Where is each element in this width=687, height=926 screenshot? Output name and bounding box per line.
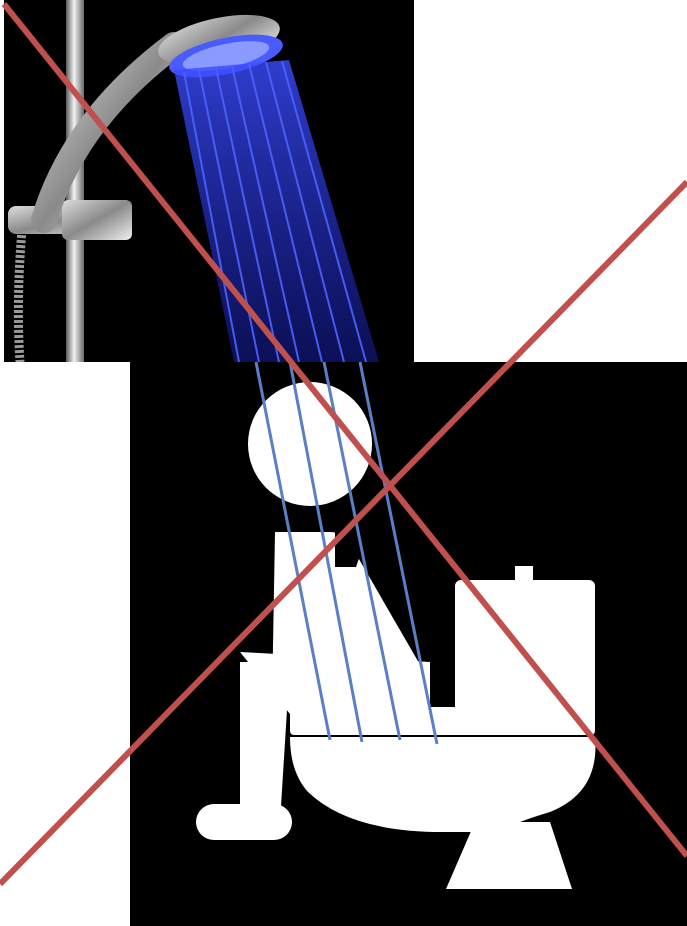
toilet-sign bbox=[130, 362, 687, 926]
shower-photo bbox=[4, 0, 414, 362]
person-on-toilet-icon bbox=[130, 362, 687, 926]
shower-head-icon bbox=[4, 0, 414, 362]
